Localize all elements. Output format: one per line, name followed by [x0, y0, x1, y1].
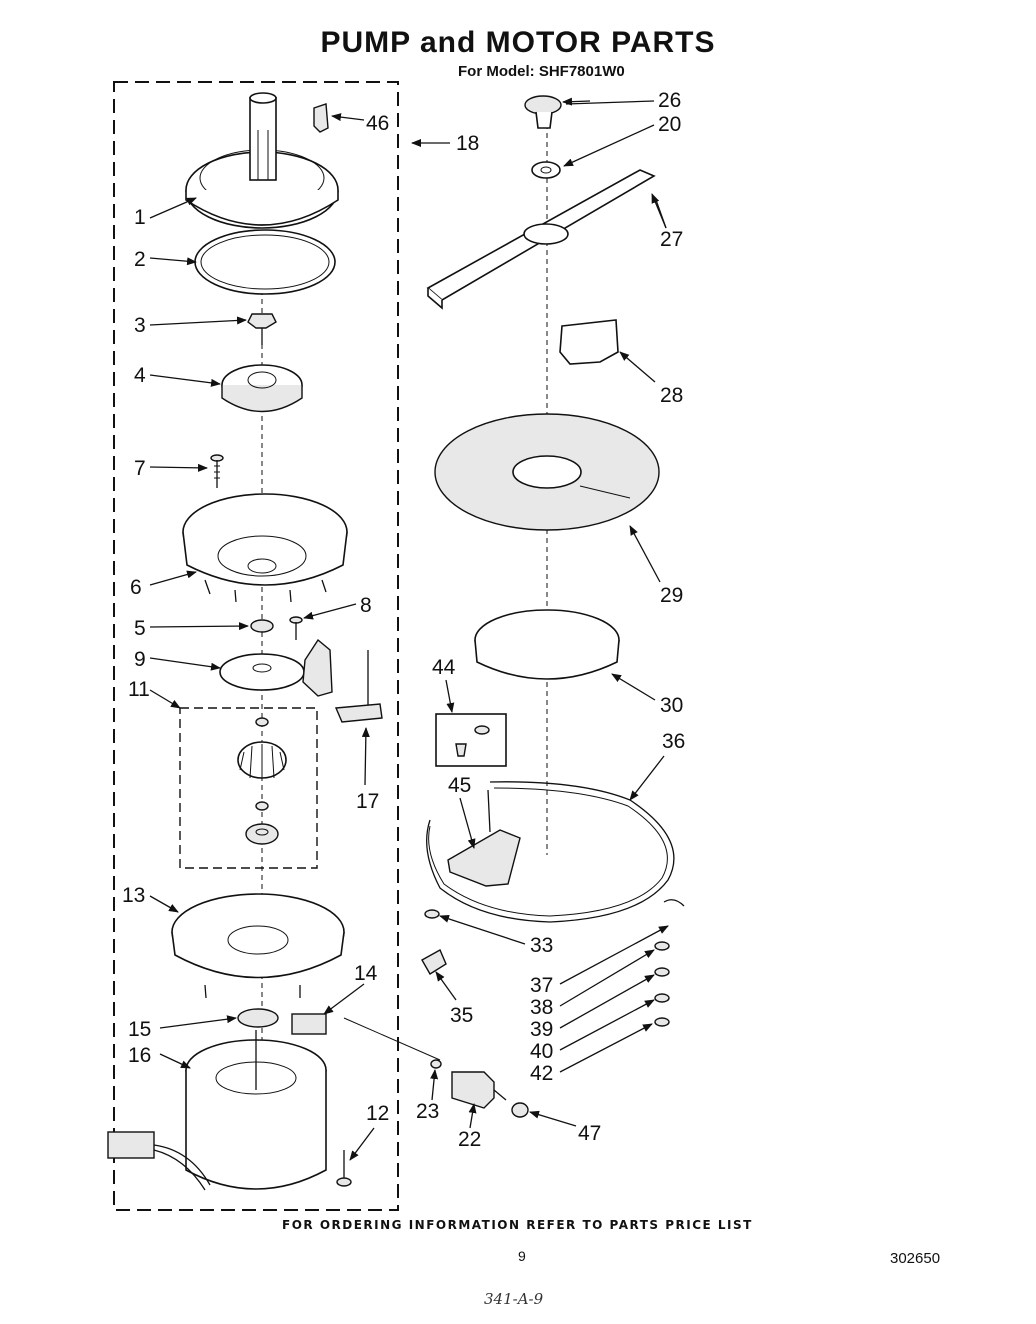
- callout-27: 27: [660, 228, 683, 251]
- lower-spray-arm: [426, 169, 656, 310]
- callout-11: 11: [128, 678, 150, 701]
- pump-assembly-boundary: [113, 81, 399, 1211]
- ordering-note: FOR ORDERING INFORMATION REFER TO PARTS …: [282, 1218, 753, 1232]
- callout-6: 6: [130, 576, 142, 599]
- terminal-clip: [421, 949, 447, 975]
- deflector: [559, 319, 619, 365]
- callout-20: 20: [658, 113, 681, 136]
- callout-36: 36: [662, 730, 685, 753]
- grommet: [511, 1102, 529, 1118]
- washer-part: [250, 619, 274, 633]
- callout-42: 42: [530, 1062, 553, 1085]
- spray-arm-cap: [524, 95, 562, 129]
- callout-5: 5: [134, 617, 146, 640]
- callout-7: 7: [134, 457, 146, 480]
- callout-1: 1: [134, 206, 146, 229]
- callout-12: 12: [366, 1102, 389, 1125]
- heater-bracket: [447, 829, 521, 887]
- drain-fitting: [451, 1071, 507, 1109]
- callout-28: 28: [660, 384, 683, 407]
- callout-35: 35: [450, 1004, 473, 1027]
- callout-29: 29: [660, 584, 683, 607]
- callout-22: 22: [458, 1128, 481, 1151]
- callout-38: 38: [530, 996, 553, 1019]
- heating-element: [426, 781, 675, 923]
- callout-37: 37: [530, 974, 553, 997]
- sump-ring: [474, 609, 620, 680]
- o-ring: [430, 1059, 442, 1069]
- callout-4: 4: [134, 364, 146, 387]
- callout-46: 46: [366, 112, 389, 135]
- pump-base-housing: [182, 493, 348, 603]
- callout-16: 16: [128, 1044, 151, 1067]
- float-switch-arm: [334, 650, 383, 723]
- callout-2: 2: [134, 248, 146, 271]
- pump-housing-top: [185, 92, 339, 229]
- impeller-nut: [247, 313, 277, 345]
- callout-13: 13: [122, 884, 145, 907]
- filter-screen: [434, 413, 660, 531]
- document-part-number: 302650: [890, 1250, 941, 1267]
- callout-26: 26: [658, 89, 681, 112]
- page-number: 9: [518, 1248, 526, 1264]
- motor: [107, 1030, 327, 1191]
- clip-part: [313, 103, 329, 133]
- callout-23: 23: [416, 1100, 439, 1123]
- chopper-assembly-box: [179, 707, 318, 869]
- callout-9: 9: [134, 648, 146, 671]
- callout-30: 30: [660, 694, 683, 717]
- parts-kit-box: [435, 713, 507, 767]
- seal-plate: [219, 638, 333, 697]
- motor-mount-plate: [171, 893, 345, 999]
- screw-part: [210, 454, 224, 488]
- callout-47: 47: [578, 1122, 601, 1145]
- callout-8: 8: [360, 594, 372, 617]
- callout-15: 15: [128, 1018, 151, 1041]
- callout-18: 18: [456, 132, 479, 155]
- slinger-part: [237, 1008, 279, 1028]
- callout-33: 33: [530, 934, 553, 957]
- callout-14: 14: [354, 962, 378, 985]
- spray-arm-washer: [531, 161, 561, 179]
- handwritten-note: 341-A-9: [484, 1290, 544, 1308]
- callout-17: 17: [356, 790, 379, 813]
- motor-bracket: [291, 1013, 327, 1035]
- page-title: PUMP and MOTOR PARTS: [320, 26, 716, 59]
- small-screw: [289, 616, 303, 640]
- callout-40: 40: [530, 1040, 553, 1063]
- callout-39: 39: [530, 1018, 553, 1041]
- chopper-assembly: [237, 717, 287, 845]
- callout-45: 45: [448, 774, 471, 797]
- impeller: [221, 364, 303, 413]
- fastener-stack: [654, 899, 685, 1027]
- terminal-nut: [424, 909, 440, 919]
- gasket-ring: [194, 229, 336, 295]
- model-subtitle: For Model: SHF7801W0: [458, 63, 625, 80]
- callout-3: 3: [134, 314, 146, 337]
- callout-44: 44: [432, 656, 456, 679]
- motor-screw: [336, 1150, 352, 1187]
